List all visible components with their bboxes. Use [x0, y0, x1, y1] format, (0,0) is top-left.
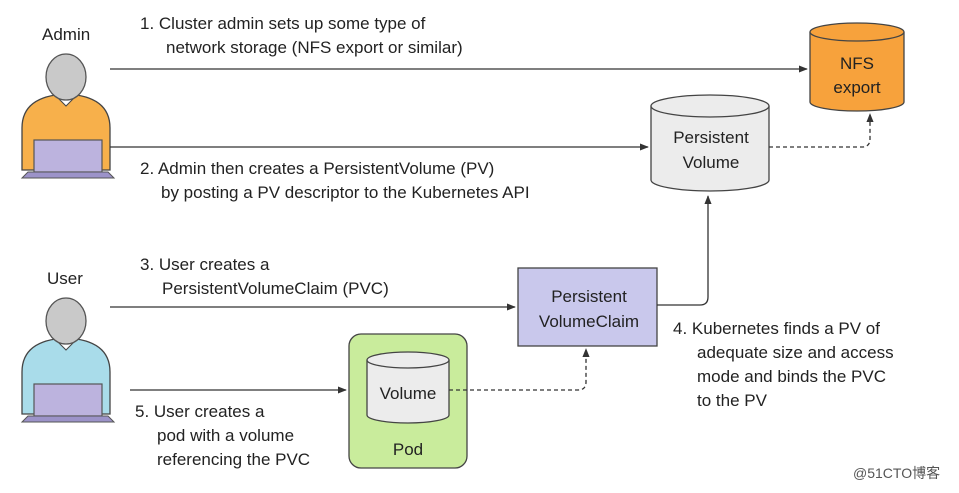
- nfs-cylinder-top: [809, 22, 905, 42]
- user-label: User: [47, 269, 83, 288]
- dashed-arrow-pv-to-nfs: [769, 113, 874, 148]
- pvc-label-line2: VolumeClaim: [539, 312, 639, 331]
- step-1-line2: network storage (NFS export or similar): [166, 38, 463, 57]
- step-5-line1: 5. User creates a: [135, 402, 265, 421]
- step-4-line2: adequate size and access: [697, 343, 894, 362]
- nfs-export-cylinder: NFS export: [809, 22, 905, 112]
- admin-head: [45, 53, 87, 101]
- user-actor: User: [20, 269, 116, 423]
- watermark-text: @51CTO博客: [853, 465, 940, 481]
- persistent-volume-cylinder: Persistent Volume: [650, 94, 770, 192]
- step-4-line1: 4. Kubernetes finds a PV of: [673, 319, 880, 338]
- step-5-line3: referencing the PVC: [157, 450, 310, 469]
- step-2-line1: 2. Admin then creates a PersistentVolume…: [140, 159, 494, 178]
- step-2-annotation: 2. Admin then creates a PersistentVolume…: [140, 159, 530, 202]
- pod-box: Volume Pod: [348, 333, 468, 469]
- user-laptop-screen: [33, 383, 103, 417]
- pv-cylinder-top: [650, 94, 770, 118]
- persistent-volume-claim-box: Persistent VolumeClaim: [517, 267, 658, 347]
- pv-label-line2: Volume: [683, 153, 740, 172]
- admin-label: Admin: [42, 25, 90, 44]
- pvc-box: [517, 267, 658, 347]
- nfs-label-line1: NFS: [840, 54, 874, 73]
- nfs-label-line2: export: [833, 78, 881, 97]
- step-3-annotation: 3. User creates a PersistentVolumeClaim …: [140, 255, 389, 298]
- step-1-annotation: 1. Cluster admin sets up some type of ne…: [140, 14, 463, 57]
- step-4-line4: to the PV: [697, 391, 768, 410]
- step-3-line1: 3. User creates a: [140, 255, 270, 274]
- pvc-label-line1: Persistent: [551, 287, 627, 306]
- user-head: [45, 297, 87, 345]
- pv-cylinder-body: [650, 106, 770, 192]
- user-laptop-base: [20, 415, 116, 423]
- step-5-line2: pod with a volume: [157, 426, 294, 445]
- step-3-line2: PersistentVolumeClaim (PVC): [162, 279, 389, 298]
- pod-label: Pod: [393, 440, 423, 459]
- dashed-arrow-volume-to-pvc: [449, 348, 590, 391]
- volume-label: Volume: [380, 384, 437, 403]
- step-4-annotation: 4. Kubernetes finds a PV of adequate siz…: [673, 319, 894, 410]
- step-5-annotation: 5. User creates a pod with a volume refe…: [135, 402, 310, 469]
- pv-label-line1: Persistent: [673, 128, 749, 147]
- nfs-cylinder-body: [809, 32, 905, 112]
- admin-laptop-screen: [33, 139, 103, 173]
- arrow-pvc-to-pv: [657, 195, 712, 306]
- volume-cylinder-body: [366, 360, 450, 424]
- step-1-line1: 1. Cluster admin sets up some type of: [140, 14, 426, 33]
- admin-actor: Admin: [20, 25, 116, 179]
- step-4-line3: mode and binds the PVC: [697, 367, 886, 386]
- volume-cylinder-top: [366, 351, 450, 369]
- step-2-line2: by posting a PV descriptor to the Kubern…: [161, 183, 530, 202]
- admin-laptop-base: [20, 171, 116, 179]
